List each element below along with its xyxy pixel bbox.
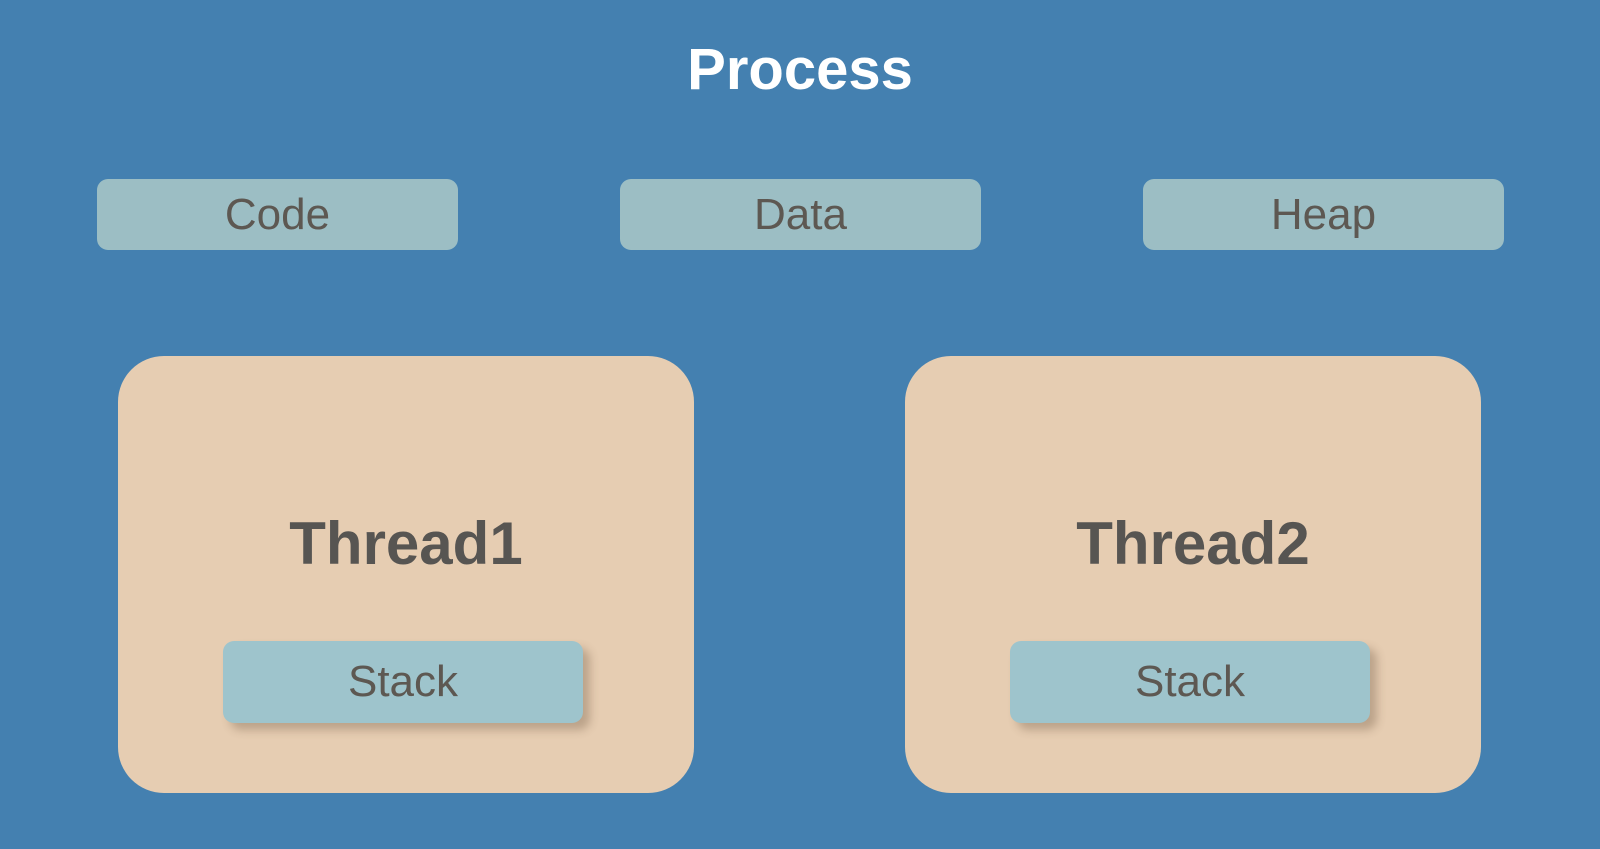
segment-label-code: Code	[224, 189, 331, 239]
segment-label-data: Data	[754, 189, 847, 239]
stack-box-thread1[interactable]: Stack	[223, 641, 583, 723]
stack-label-thread1: Stack	[347, 657, 459, 706]
segment-label-heap: Heap	[1270, 189, 1377, 239]
thread-box-thread2[interactable]: Thread2 Stack	[905, 356, 1481, 793]
thread-label-thread1: Thread1	[289, 510, 523, 577]
segment-box-data[interactable]: Data	[620, 179, 981, 250]
stack-label-thread2: Stack	[1134, 657, 1246, 706]
thread-box-thread1[interactable]: Thread1 Stack	[118, 356, 694, 793]
thread-label-thread2: Thread2	[1076, 510, 1310, 577]
segment-box-code[interactable]: Code	[97, 179, 458, 250]
page-title: Process	[687, 37, 913, 102]
stack-box-thread2[interactable]: Stack	[1010, 641, 1370, 723]
segment-box-heap[interactable]: Heap	[1143, 179, 1504, 250]
